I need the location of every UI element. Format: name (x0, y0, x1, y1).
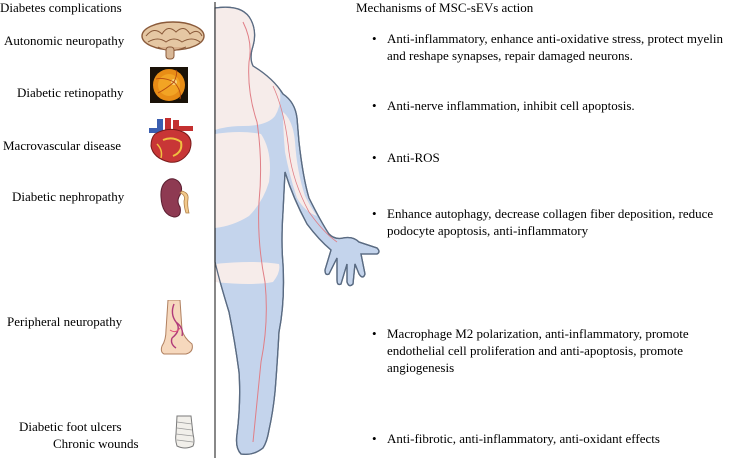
kidney-icon (160, 177, 194, 219)
complication-label-foot-ulcers: Diabetic foot ulcers (19, 419, 122, 434)
complication-label-autonomic: Autonomic neuropathy (4, 33, 125, 48)
mechanism-item-macrovascular: • Anti-ROS (372, 149, 732, 166)
complication-label-macrovascular: Macrovascular disease (3, 138, 122, 153)
bullet: • (372, 431, 377, 446)
brain-icon (140, 20, 206, 60)
mechanism-text: Anti-inflammatory, enhance anti-oxidativ… (387, 31, 723, 63)
retina-icon (150, 67, 188, 103)
mechanisms-header: Mechanisms of MSC-sEVs action (356, 0, 534, 15)
bullet: • (372, 31, 377, 46)
bullet: • (372, 150, 377, 165)
human-body-figure (213, 2, 383, 458)
mechanism-item-nephropathy: • Enhance autophagy, decrease collagen f… (372, 205, 732, 239)
complication-label-nephropathy: Diabetic nephropathy (12, 189, 125, 204)
complication-label-retinopathy: Diabetic retinopathy (17, 85, 124, 100)
mechanism-item-retinopathy: • Anti-nerve inflammation, inhibit cell … (372, 97, 732, 114)
ankle-nerve-icon (158, 300, 194, 358)
mechanism-text: Anti-fibrotic, anti-inflammatory, anti-o… (387, 431, 660, 446)
bandaged-foot-icon (173, 414, 197, 450)
mechanism-item-autonomic: • Anti-inflammatory, enhance anti-oxidat… (372, 30, 732, 64)
mechanism-text: Enhance autophagy, decrease collagen fib… (387, 206, 714, 238)
mechanism-item-peripheral: • Macrophage M2 polarization, anti-infla… (372, 325, 732, 376)
mechanism-text: Anti-ROS (387, 150, 440, 165)
complication-label-chronic-wounds: Chronic wounds (53, 436, 139, 451)
complications-header: Diabetes complications (0, 0, 122, 15)
bullet: • (372, 98, 377, 113)
bullet: • (372, 206, 377, 221)
mechanism-text: Anti-nerve inflammation, inhibit cell ap… (387, 98, 635, 113)
mechanism-text: Macrophage M2 polarization, anti-inflamm… (387, 326, 689, 375)
bullet: • (372, 326, 377, 341)
heart-icon (143, 118, 199, 164)
complication-label-peripheral: Peripheral neuropathy (7, 314, 123, 329)
mechanism-item-foot-ulcers: • Anti-fibrotic, anti-inflammatory, anti… (372, 430, 732, 447)
